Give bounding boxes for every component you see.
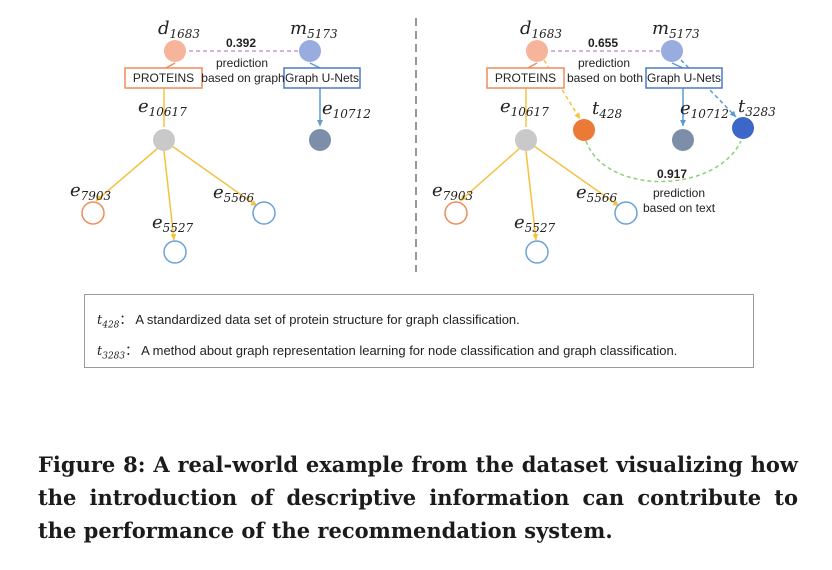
label-e5566: e5566 bbox=[213, 182, 255, 205]
figure-caption: Figure 8: A real-world example from the … bbox=[38, 452, 798, 543]
label-d1683: d1683 bbox=[158, 18, 200, 41]
edge-d-proteins bbox=[527, 62, 538, 69]
label-m5173: m5173 bbox=[652, 18, 700, 41]
edge-e10617-e7903 bbox=[459, 147, 521, 202]
node-e7903 bbox=[444, 201, 468, 225]
prediction-label-line1: prediction bbox=[216, 56, 268, 70]
label-e7903: e7903 bbox=[70, 180, 112, 203]
edge-e10617-e5566 bbox=[533, 145, 620, 207]
knowledge-graph-diagram: PROTEINS Graph U-Nets 0.392 prediction b… bbox=[70, 18, 776, 272]
label-e10712: e10712 bbox=[680, 98, 729, 121]
node-t3283 bbox=[732, 117, 754, 139]
edge-m-t3283 bbox=[680, 59, 737, 118]
label-e5566: e5566 bbox=[576, 182, 618, 205]
label-m5173: m5173 bbox=[290, 18, 338, 41]
edge-d-t428 bbox=[543, 59, 581, 120]
label-e7903: e7903 bbox=[432, 180, 474, 203]
node-e10617 bbox=[153, 129, 175, 151]
proteins-box-label: PROTEINS bbox=[133, 71, 194, 85]
right-panel: PROTEINS Graph U-Nets 0.655 prediction b… bbox=[432, 18, 776, 264]
label-d1683: d1683 bbox=[520, 18, 562, 41]
node-e5527 bbox=[163, 240, 187, 264]
node-e10617 bbox=[515, 129, 537, 151]
edge-e10617-e5527 bbox=[525, 150, 539, 241]
legend-row-t428: t428： A standardized data set of protein… bbox=[97, 309, 520, 331]
edge-d-proteins bbox=[165, 62, 176, 69]
node-t428 bbox=[573, 119, 595, 141]
edge-m-graphunets bbox=[671, 62, 684, 69]
node-d1683 bbox=[164, 40, 186, 62]
graphunets-box-label: Graph U-Nets bbox=[285, 71, 359, 85]
node-e7903 bbox=[81, 201, 105, 225]
edge-e10617-e7903 bbox=[95, 147, 159, 202]
legend-box: t428： A standardized data set of protein… bbox=[84, 294, 754, 368]
prediction-label-line2: based on both bbox=[567, 71, 643, 85]
proteins-box bbox=[486, 67, 565, 89]
left-panel: PROTEINS Graph U-Nets 0.392 prediction b… bbox=[70, 18, 371, 264]
node-m5173 bbox=[299, 40, 321, 62]
prediction-label-line1: prediction bbox=[578, 56, 630, 70]
graph-score: 0.392 bbox=[226, 36, 256, 50]
node-e5527 bbox=[525, 240, 549, 264]
legend-term: t3283 bbox=[97, 344, 126, 362]
edge-e10617-e5566 bbox=[171, 145, 258, 207]
node-e5566 bbox=[252, 201, 276, 225]
label-t428: t428 bbox=[592, 98, 623, 121]
text-prediction-line1: prediction bbox=[653, 186, 705, 200]
graphunets-box-label: Graph U-Nets bbox=[647, 71, 721, 85]
combined-score: 0.655 bbox=[588, 36, 618, 50]
proteins-box-label: PROTEINS bbox=[495, 71, 556, 85]
edge-e10617-e5527 bbox=[163, 150, 177, 241]
label-e5527: e5527 bbox=[514, 212, 556, 235]
legend-separator: ： bbox=[125, 343, 139, 358]
legend-row-t3283: t3283： A method about graph representati… bbox=[97, 340, 677, 362]
graphunets-box bbox=[645, 67, 723, 89]
label-e10617: e10617 bbox=[138, 96, 187, 119]
label-e10712: e10712 bbox=[322, 98, 371, 121]
legend-description: A method about graph representation lear… bbox=[141, 343, 678, 358]
proteins-box bbox=[124, 67, 203, 89]
node-m5173 bbox=[661, 40, 683, 62]
edge-t428-t3283-text bbox=[585, 140, 742, 183]
label-t3283: t3283 bbox=[738, 96, 776, 119]
legend-term: t428 bbox=[97, 313, 120, 331]
label-e5527: e5527 bbox=[152, 212, 194, 235]
text-score: 0.917 bbox=[657, 167, 687, 181]
label-e10617: e10617 bbox=[500, 96, 549, 119]
graphunets-box bbox=[283, 67, 361, 89]
edge-m-graphunets bbox=[309, 62, 321, 69]
node-e10712 bbox=[672, 129, 694, 151]
node-e10712 bbox=[309, 129, 331, 151]
legend-separator: ： bbox=[119, 312, 133, 327]
prediction-label-line2: based on graph bbox=[201, 71, 284, 85]
node-e5566 bbox=[614, 201, 638, 225]
text-prediction-line2: based on text bbox=[643, 201, 716, 215]
node-d1683 bbox=[526, 40, 548, 62]
legend-description: A standardized data set of protein struc… bbox=[135, 312, 520, 327]
